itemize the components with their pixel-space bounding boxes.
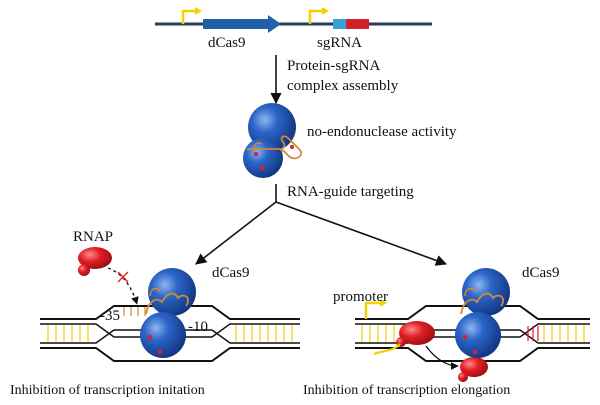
dna-bottom-strand: [40, 347, 300, 362]
sgrna-scaffold-block: [346, 19, 369, 29]
rna-guide-targeting-label: RNA-guide targeting: [287, 184, 414, 200]
sgrna-hairpin-icon: [149, 287, 161, 297]
rnap-icon: [78, 247, 112, 269]
dcas9-lobe-lower: [455, 312, 501, 358]
promoter-arrow-icon: [364, 301, 382, 319]
catalytic-site-mark: [147, 334, 153, 340]
target-site-marks: [527, 326, 539, 341]
dcas9-gene-block: [203, 19, 269, 29]
rnap-subunit-icon: [78, 264, 90, 276]
left-caption: Inhibition of transcription initation: [10, 383, 205, 398]
left-panel: RNAP dCas9 -35 -10 Inh: [10, 229, 300, 398]
catalytic-site-mark: [157, 349, 163, 355]
dcas9-label-right: dCas9: [522, 265, 560, 281]
branch-arrow-left-icon: [195, 201, 277, 265]
sgrna-spacer-block: [333, 19, 346, 29]
branch-arrow-right-icon: [275, 201, 448, 266]
catalytic-site-mark: [259, 165, 265, 171]
catalytic-site-mark: [462, 334, 468, 340]
dcas9-gene-label: dCas9: [208, 35, 246, 51]
promoter-arrowhead-icon: [380, 299, 387, 307]
dcas9-lobe-upper: [148, 268, 196, 316]
sgrna-strand-icon: [145, 292, 190, 315]
assembly-label-line2: complex assembly: [287, 78, 399, 94]
dcas9-label-left: dCas9: [212, 265, 250, 281]
targeting-step: RNA-guide targeting: [195, 184, 448, 266]
sgrna-gene-label: sgRNA: [317, 35, 362, 51]
no-endonuclease-label: no-endonuclease activity: [307, 124, 457, 140]
assembly-label-line1: Protein-sgRNA: [287, 58, 381, 74]
base-pairs-right: [361, 325, 585, 342]
right-panel: promoter dCas9 Inhibition of transcripti…: [303, 265, 590, 398]
minus10-label: -10: [188, 319, 208, 335]
sgrna-strand-icon: [460, 292, 505, 315]
base-pairs-bubble-left: [123, 307, 146, 316]
catalytic-site-mark: [472, 349, 478, 355]
promoter-arrow-icon: [181, 9, 197, 24]
promoter-label: promoter: [333, 289, 388, 305]
sgrna-strand-icon: [247, 135, 303, 160]
promoter-arrowhead-icon: [195, 7, 202, 15]
promoter-arrowhead-icon: [322, 7, 329, 15]
dcas9-lobe-lower: [140, 312, 186, 358]
dcas9-lobe-lower: [243, 138, 283, 178]
nascent-transcript-icon: [373, 343, 401, 356]
rnap-subunit-icon: [458, 372, 468, 382]
catalytic-site-mark: [290, 145, 294, 149]
sgrna-hairpin-icon: [464, 287, 476, 297]
blocked-x-icon: [117, 271, 129, 283]
assembly-step: Protein-sgRNA complex assembly: [270, 55, 399, 105]
base-pairs-left: [47, 325, 293, 342]
expression-construct: dCas9 sgRNA: [155, 7, 432, 51]
right-caption: Inhibition of transcription elongation: [303, 383, 510, 398]
dcas9-sgrna-complex: no-endonuclease activity: [243, 103, 457, 178]
minus35-label: -35: [100, 308, 120, 324]
rnap-bound-icon: [399, 321, 435, 345]
release-arrow-icon: [425, 345, 459, 370]
dcas9-gene-arrow-icon: [268, 15, 281, 33]
promoter-arrow-icon: [308, 9, 324, 24]
rnap-label: RNAP: [73, 229, 113, 245]
dcas9-lobe-upper: [462, 268, 510, 316]
catalytic-site-mark: [253, 151, 259, 157]
blocked-binding-arrow-icon: [107, 267, 139, 305]
sgrna-hairpin-icon: [253, 142, 263, 150]
rnap-released-icon: [460, 357, 488, 377]
